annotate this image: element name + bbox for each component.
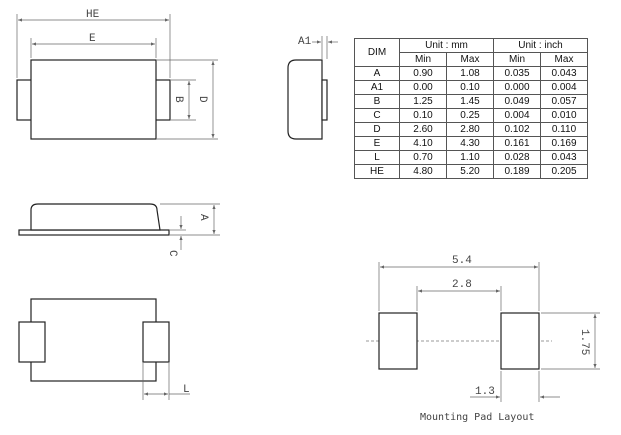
row-mm-max: 4.30: [446, 136, 494, 151]
table-row: D 2.60 2.80 0.102 0.110: [354, 122, 588, 137]
row-mm-min: 0.10: [399, 108, 447, 123]
row-dim: L: [354, 150, 400, 165]
table-row: C 0.10 0.25 0.004 0.010: [354, 108, 588, 123]
table-row: HE 4.80 5.20 0.189 0.205: [354, 164, 588, 179]
row-mm-min: 4.10: [399, 136, 447, 151]
label-l: L: [183, 384, 190, 396]
table-row: L 0.70 1.10 0.028 0.043: [354, 150, 588, 165]
row-mm-max: 2.80: [446, 122, 494, 137]
row-mm-min: 2.60: [399, 122, 447, 137]
label-d: D: [196, 96, 208, 103]
dim-total: 5.4: [452, 255, 472, 267]
row-mm-max: 5.20: [446, 164, 494, 179]
row-dim: E: [354, 136, 400, 151]
inch-max-header: Max: [540, 52, 588, 67]
row-mm-min: 1.25: [399, 94, 447, 109]
label-a: A: [197, 214, 209, 221]
label-he: HE: [86, 9, 100, 21]
row-mm-max: 0.25: [446, 108, 494, 123]
table-row: B 1.25 1.45 0.049 0.057: [354, 94, 588, 109]
row-mm-max: 1.08: [446, 66, 494, 81]
table-row: A 0.90 1.08 0.035 0.043: [354, 66, 588, 81]
row-in-min: 0.161: [493, 136, 541, 151]
row-in-min: 0.035: [493, 66, 541, 81]
dim-header: DIM: [354, 38, 400, 67]
inch-min-header: Min: [493, 52, 541, 67]
bottom-package-body: [30, 298, 157, 382]
bottom-left-lead: [18, 321, 46, 363]
unit-mm-header: Unit : mm: [399, 38, 494, 53]
row-dim: HE: [354, 164, 400, 179]
unit-inch-header: Unit : inch: [493, 38, 588, 53]
row-dim: B: [354, 94, 400, 109]
top-view: HE E B D: [16, 9, 218, 140]
row-in-max: 0.043: [540, 150, 588, 165]
row-in-min: 0.004: [493, 108, 541, 123]
dim-height: 1.75: [578, 329, 590, 355]
row-mm-max: 1.45: [446, 94, 494, 109]
row-in-min: 0.028: [493, 150, 541, 165]
bottom-view: L: [18, 298, 190, 400]
row-in-min: 0.189: [493, 164, 541, 179]
front-view-leads: [18, 229, 170, 236]
row-in-max: 0.169: [540, 136, 588, 151]
row-dim: D: [354, 122, 400, 137]
dimension-table: DIM Unit : mm Unit : inch Min Max Min Ma…: [354, 38, 588, 179]
label-c: C: [166, 250, 178, 257]
pad-layout-caption: Mounting Pad Layout: [420, 412, 535, 423]
end-view: A1: [287, 36, 338, 140]
end-view-body: [287, 59, 323, 140]
row-mm-min: 4.80: [399, 164, 447, 179]
table-row: A1 0.00 0.10 0.000 0.004: [354, 80, 588, 95]
mounting-pad-layout: 5.4 2.8 1.75 1.3: [366, 255, 600, 402]
table-row: E 4.10 4.30 0.161 0.169: [354, 136, 588, 151]
end-view-lead: [321, 79, 328, 121]
row-mm-max: 1.10: [446, 150, 494, 165]
row-mm-min: 0.00: [399, 80, 447, 95]
mm-max-header: Max: [446, 52, 494, 67]
front-view-body: [30, 203, 161, 231]
row-in-min: 0.102: [493, 122, 541, 137]
row-in-max: 0.004: [540, 80, 588, 95]
row-mm-min: 0.90: [399, 66, 447, 81]
row-mm-min: 0.70: [399, 150, 447, 165]
row-in-max: 0.110: [540, 122, 588, 137]
label-a1: A1: [298, 36, 312, 48]
row-in-max: 0.057: [540, 94, 588, 109]
front-view: A C: [18, 203, 220, 257]
label-e: E: [89, 33, 96, 45]
dim-inner: 2.8: [452, 279, 472, 291]
dim-pad-width: 1.3: [475, 386, 495, 398]
mm-min-header: Min: [399, 52, 447, 67]
right-pad: [500, 312, 540, 370]
row-dim: C: [354, 108, 400, 123]
row-in-min: 0.000: [493, 80, 541, 95]
row-in-min: 0.049: [493, 94, 541, 109]
row-in-max: 0.043: [540, 66, 588, 81]
row-mm-max: 0.10: [446, 80, 494, 95]
row-in-max: 0.010: [540, 108, 588, 123]
top-package-body: [30, 59, 157, 140]
left-pad: [378, 312, 418, 370]
row-dim: A: [354, 66, 400, 81]
label-b: B: [172, 96, 184, 103]
bottom-right-lead: [142, 321, 170, 363]
row-dim: A1: [354, 80, 400, 95]
row-in-max: 0.205: [540, 164, 588, 179]
